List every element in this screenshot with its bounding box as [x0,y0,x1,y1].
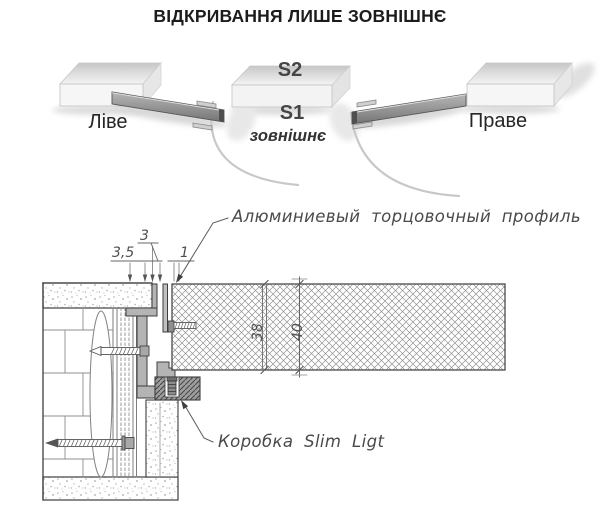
brick-hatch [42,307,113,478]
s2-label: S2 [278,59,302,81]
right-door-handle-icon [356,99,377,108]
upper-screw [88,345,150,357]
cross-section: 3 3,5 1 38 40 Алюминиевый торцовочный пр… [42,207,581,501]
s1-label: S1 [280,102,304,124]
frame-profile [125,283,176,399]
dim-40: 40 [290,323,306,341]
right-swing-arc [349,111,461,198]
door-panel-section [171,283,506,371]
aluminium-end-profile [162,283,168,333]
lower-screw [45,435,135,451]
right-door-handle-icon [352,121,373,130]
schematic-shadows [52,62,595,141]
right-wall-slab [466,62,573,107]
left-door-label: Ліве [88,111,127,133]
s1-sub-label: зовнішнє [250,127,327,145]
alu-profile-callout: Алюминиевый торцовочный профиль [176,207,581,283]
frame-callout-text: Коробка Slim Ligt [218,432,384,451]
right-door-leaf [351,93,467,130]
dowel-sleeve [89,310,113,478]
right-door-label: Праве [469,110,527,132]
left-door-handle-icon [192,122,213,131]
opening-schematic: Ліве Праве S2 S1 зовнішнє [52,59,595,198]
latch-block [154,376,201,401]
dim-3: 3 [140,228,149,244]
left-door-handle-icon [196,100,217,109]
page-title: ВІДКРИВАННЯ ЛИШЕ ЗОВНІШНЄ [153,6,446,26]
left-door-leaf [111,91,225,131]
alu-profile-callout-text: Алюминиевый торцовочный профиль [231,207,581,226]
dim-3-5: 3,5 [112,245,134,261]
wall-outline [42,282,153,501]
dim-1: 1 [180,245,189,261]
panel-fastener-screw [167,320,197,333]
panel-dimensions: 38 40 [250,276,308,378]
layer-strips [112,307,137,478]
panel-seam [262,283,267,371]
frame-callout: Коробка Slim Ligt [181,400,384,451]
dim-38: 38 [250,323,266,341]
middle-wall-slab [231,65,351,108]
plaster-zones [42,282,179,501]
